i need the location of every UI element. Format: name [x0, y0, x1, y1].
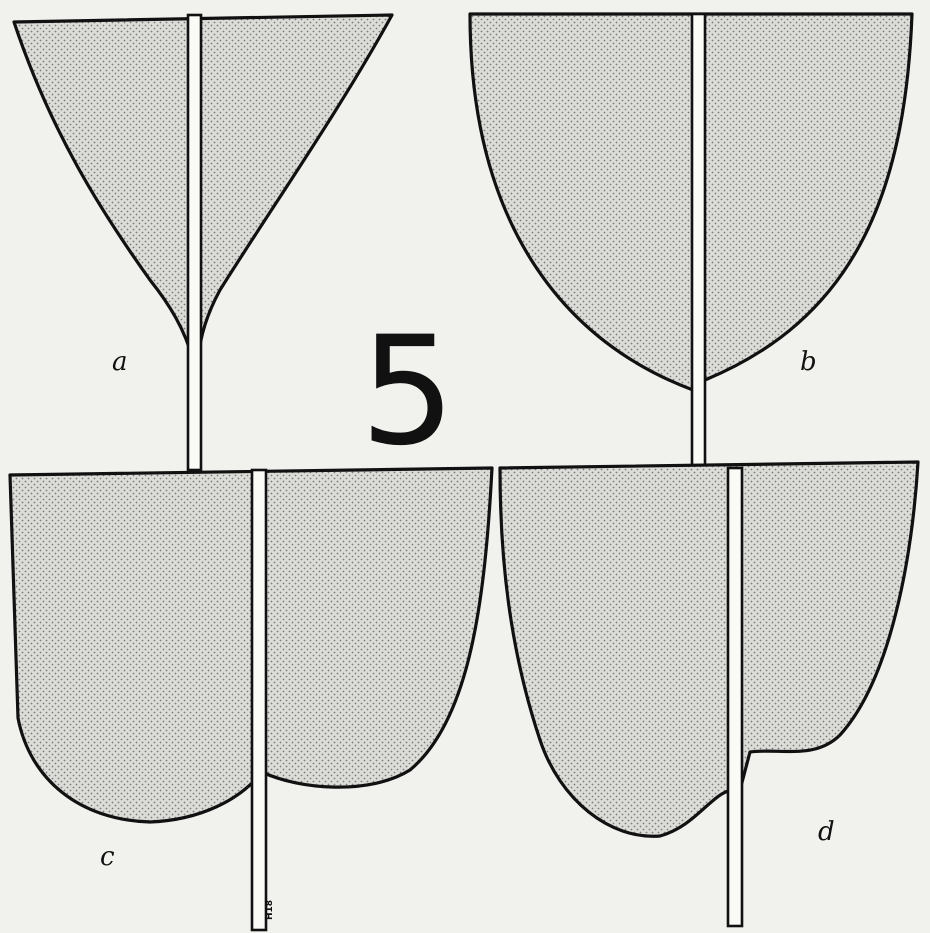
panel-a-vane [14, 15, 392, 360]
panel-b: b [470, 14, 912, 466]
panel-d: d [500, 462, 918, 926]
panel-d-vane [500, 462, 918, 836]
panel-d-label: d [818, 817, 835, 847]
panel-c-label: c [100, 842, 115, 872]
panel-c-rachis [252, 470, 266, 930]
panel-a: a [14, 15, 392, 470]
artist-credit: H18 [265, 900, 275, 920]
panel-c: c H18 [10, 468, 492, 930]
figure-number: 5 [360, 305, 455, 479]
panel-b-rachis [692, 14, 705, 466]
panel-a-rachis [188, 15, 201, 470]
panel-a-label: a [112, 347, 128, 377]
panel-d-rachis [728, 468, 742, 926]
panel-b-label: b [800, 347, 817, 377]
